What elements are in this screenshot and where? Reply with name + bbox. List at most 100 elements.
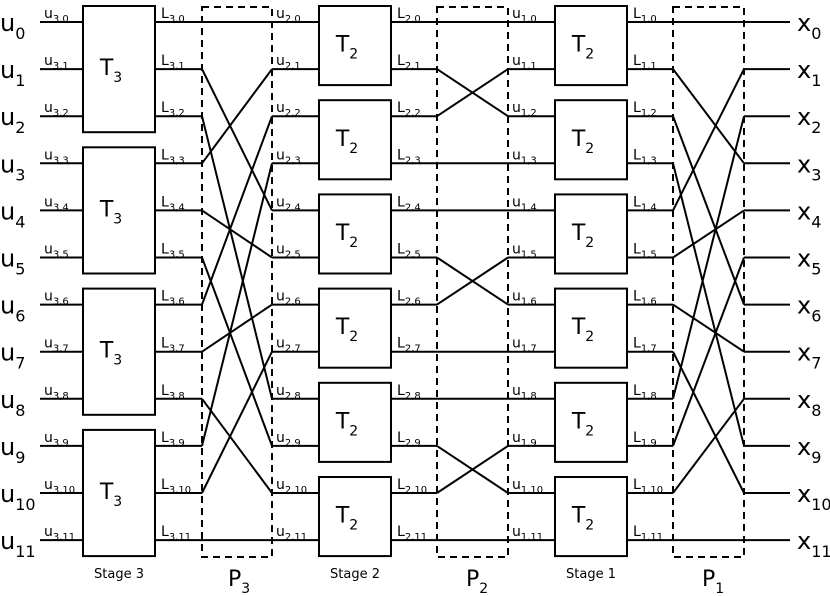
permutation-label: P1 — [702, 567, 724, 596]
stage-output-label: L2,11 — [397, 524, 427, 543]
transform-block-label: T2 — [571, 221, 594, 251]
output-label-x8: x8 — [797, 386, 821, 420]
output-label-x6: x6 — [797, 292, 821, 326]
stage-input-label: u2,11 — [276, 524, 307, 543]
stage-output-label: L1,2 — [633, 100, 657, 119]
permutation-wire — [201, 257, 273, 447]
transform-block — [554, 193, 628, 275]
transform-block — [82, 5, 156, 134]
output-label-x11: x11 — [797, 527, 830, 561]
stage-output-label: L3,7 — [161, 336, 185, 355]
permutation-wire — [201, 115, 273, 305]
permutation-box — [201, 6, 273, 558]
input-label-u8: u8 — [0, 386, 25, 420]
input-label-u2: u2 — [0, 103, 25, 137]
stage-input-label: u3,7 — [44, 336, 69, 355]
stage-output-label: L2,0 — [397, 6, 421, 25]
stage-output-label: L2,1 — [397, 53, 421, 72]
permutation-wire — [672, 303, 745, 353]
stage-input-label: u3,5 — [44, 242, 69, 261]
permutation-box — [672, 6, 745, 558]
stage-output-label: L3,4 — [161, 194, 185, 213]
output-label-x2: x2 — [797, 103, 821, 137]
stage-input-label: u1,5 — [512, 242, 537, 261]
stage-input-label: u1,10 — [512, 477, 543, 496]
transform-block-label: T2 — [571, 315, 594, 345]
stage-output-label: L1,5 — [633, 242, 657, 261]
transform-block-label: T2 — [335, 409, 358, 439]
stage-name-label: Stage 2 — [330, 567, 380, 582]
stage-input-label: u1,0 — [512, 6, 537, 25]
output-label-x5: x5 — [797, 245, 821, 279]
transform-block — [554, 287, 628, 369]
stage-input-label: u1,4 — [512, 194, 537, 213]
stage-output-label: L2,3 — [397, 147, 421, 166]
permutation-wire — [436, 256, 509, 306]
stage-input-label: u2,4 — [276, 194, 301, 213]
stage-output-label: L3,8 — [161, 383, 185, 402]
stage-input-label: u3,1 — [44, 53, 69, 72]
transform-block — [554, 381, 628, 463]
input-label-u9: u9 — [0, 433, 25, 467]
stage-output-label: L1,4 — [633, 194, 657, 213]
stage-input-label: u2,9 — [276, 430, 301, 449]
permutation-wire — [672, 163, 745, 447]
permutation-wire — [436, 68, 509, 118]
permutation-wire — [672, 68, 745, 211]
input-label-u10: u10 — [0, 480, 36, 514]
input-label-u7: u7 — [0, 339, 25, 373]
stage-input-label: u3,2 — [44, 100, 69, 119]
stage-input-label: u3,11 — [44, 524, 75, 543]
permutation-wire — [201, 68, 273, 211]
stage-output-label: L1,1 — [633, 53, 657, 72]
transform-block-label: T2 — [571, 409, 594, 439]
stage-input-label: u1,7 — [512, 336, 537, 355]
transform-block — [554, 5, 628, 87]
stage-input-label: u1,6 — [512, 289, 537, 308]
stage-name-label: Stage 3 — [94, 567, 144, 582]
permutation-wire — [201, 398, 273, 494]
stage-name-label: Stage 1 — [566, 567, 616, 582]
transform-block — [554, 99, 628, 181]
stage-input-label: u3,6 — [44, 289, 69, 308]
stage-output-label: L3,5 — [161, 242, 185, 261]
transform-block-label: T2 — [335, 221, 358, 251]
transform-block — [318, 5, 392, 87]
stage-output-label: L2,5 — [397, 242, 421, 261]
stage-output-label: L3,9 — [161, 430, 185, 449]
permutation-label: P3 — [228, 567, 250, 596]
permutation-wire — [672, 115, 745, 400]
stage-output-label: L1,7 — [633, 336, 657, 355]
stage-input-label: u3,8 — [44, 383, 69, 402]
input-label-u0: u0 — [0, 9, 25, 43]
stage-input-label: u1,2 — [512, 100, 537, 119]
stage-input-label: u2,10 — [276, 477, 307, 496]
transform-block-label: T3 — [99, 56, 122, 86]
permutation-label: P2 — [466, 567, 488, 596]
stage-output-label: L2,7 — [397, 336, 421, 355]
stage-output-label: L1,8 — [633, 383, 657, 402]
permutation-wire — [201, 163, 273, 447]
permutation-wire — [201, 303, 273, 353]
output-label-x9: x9 — [797, 433, 821, 467]
stage-input-label: u3,3 — [44, 147, 69, 166]
stage-output-label: L2,4 — [397, 194, 421, 213]
stage-output-label: L3,6 — [161, 289, 185, 308]
stage-input-label: u2,7 — [276, 336, 301, 355]
transform-block-label: T2 — [571, 33, 594, 63]
stage-output-label: L3,2 — [161, 100, 185, 119]
stage-output-label: L2,9 — [397, 430, 421, 449]
stage-input-label: u1,8 — [512, 383, 537, 402]
stage-output-label: L1,10 — [633, 477, 663, 496]
stage-input-label: u2,1 — [276, 53, 301, 72]
transform-block — [318, 99, 392, 181]
stage-output-label: L2,10 — [397, 477, 427, 496]
permutation-wire — [436, 445, 509, 494]
transform-block — [554, 476, 628, 558]
stage-input-label: u3,9 — [44, 430, 69, 449]
stage-output-label: L3,1 — [161, 53, 185, 72]
stage-input-label: u3,0 — [44, 6, 69, 25]
transform-block — [82, 146, 156, 275]
